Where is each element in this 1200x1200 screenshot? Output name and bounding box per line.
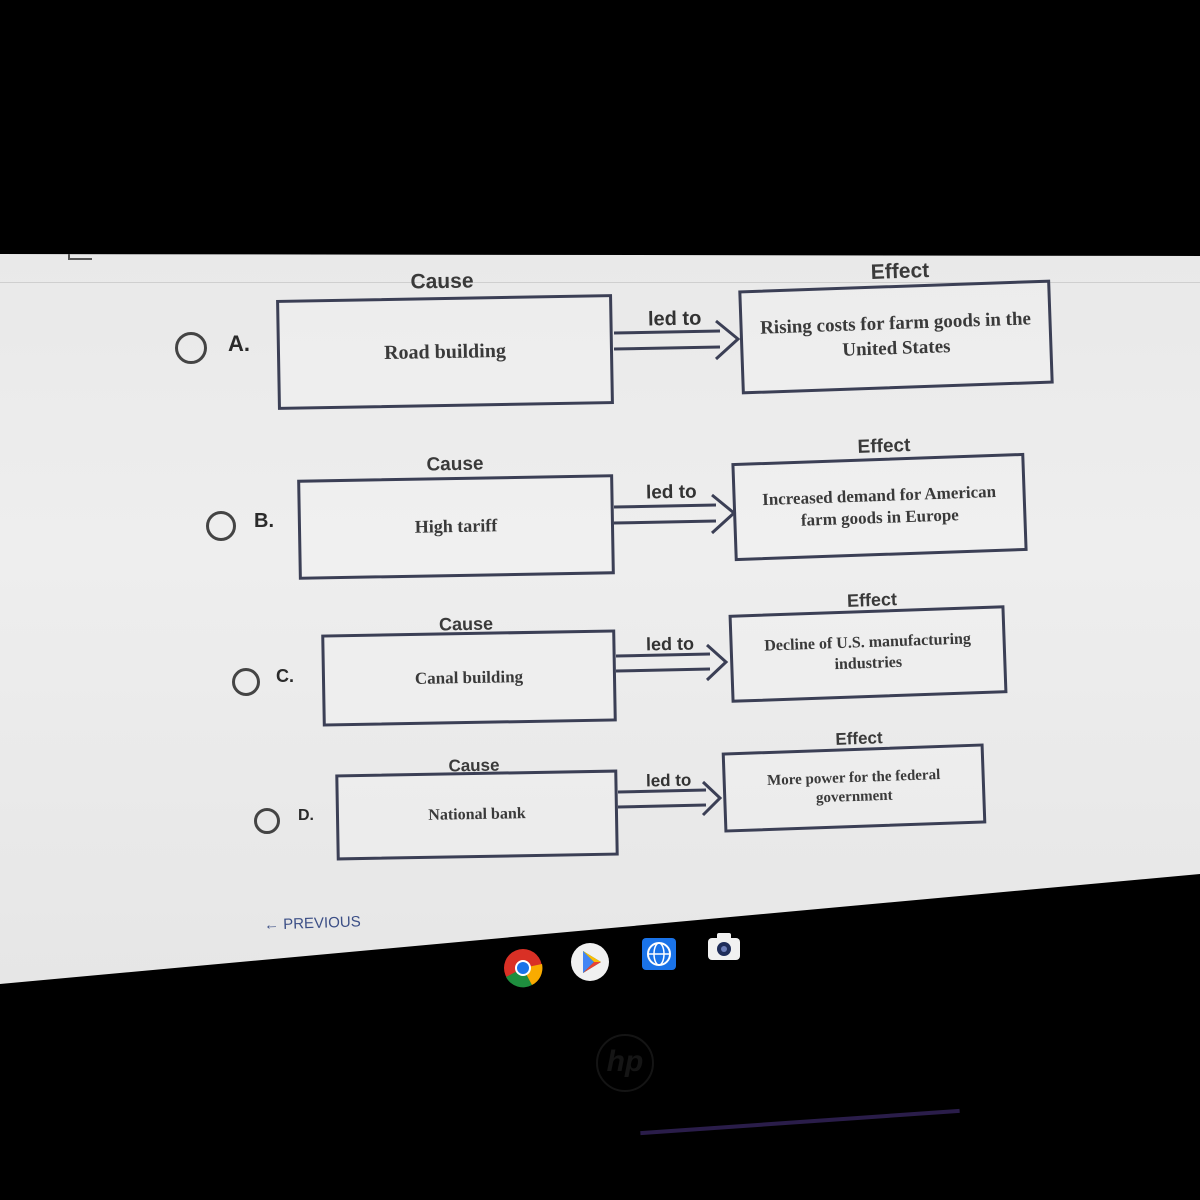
cause-box: High tariff bbox=[297, 474, 615, 580]
option-letter: A. bbox=[228, 331, 250, 356]
effect-text: Decline of U.S. manufacturing industries bbox=[764, 630, 972, 674]
radio-button-b[interactable] bbox=[206, 511, 236, 541]
header-divider bbox=[0, 282, 1200, 283]
right-arrow-icon bbox=[615, 643, 729, 682]
option-letter: D. bbox=[298, 807, 314, 824]
scrolled-header-fragment bbox=[68, 254, 92, 260]
radio-button-c[interactable] bbox=[232, 668, 260, 696]
quiz-screen bbox=[0, 254, 1200, 984]
right-arrow-icon bbox=[613, 319, 741, 361]
effect-text: More power for the federal government bbox=[766, 766, 941, 807]
hp-logo: hp bbox=[596, 1034, 654, 1092]
effect-text: Rising costs for farm goods in the Unite… bbox=[759, 308, 1032, 361]
web-store-icon[interactable] bbox=[640, 936, 678, 974]
effect-text: Increased demand for American farm goods… bbox=[761, 481, 997, 530]
right-arrow-icon bbox=[613, 493, 737, 535]
right-arrow-icon bbox=[617, 780, 723, 817]
option-letter: B. bbox=[254, 510, 274, 532]
bezel-reflection bbox=[640, 1108, 960, 1136]
cause-label: Cause bbox=[410, 269, 474, 294]
previous-button[interactable]: ← PREVIOUS bbox=[263, 913, 361, 934]
radio-button-d[interactable] bbox=[254, 808, 280, 834]
cause-box: National bank bbox=[335, 769, 619, 861]
effect-box: Rising costs for farm goods in the Unite… bbox=[738, 279, 1054, 395]
cause-text: National bank bbox=[428, 804, 526, 824]
effect-box: Increased demand for American farm goods… bbox=[731, 452, 1028, 562]
camera-icon[interactable] bbox=[706, 930, 742, 964]
effect-label: Effect bbox=[870, 258, 930, 285]
cause-text: Road building bbox=[383, 339, 507, 365]
chrome-icon[interactable] bbox=[502, 947, 544, 989]
cause-text: Canal building bbox=[414, 667, 524, 688]
cause-box: Canal building bbox=[321, 629, 617, 727]
cause-box: Road building bbox=[276, 294, 614, 410]
cause-label: Cause bbox=[426, 453, 484, 476]
option-letter: C. bbox=[276, 666, 294, 686]
play-store-icon[interactable] bbox=[570, 942, 610, 982]
effect-box: More power for the federal government bbox=[721, 743, 987, 833]
cause-text: High tariff bbox=[414, 515, 498, 538]
effect-box: Decline of U.S. manufacturing industries bbox=[728, 605, 1008, 703]
radio-button-a[interactable] bbox=[175, 332, 207, 364]
